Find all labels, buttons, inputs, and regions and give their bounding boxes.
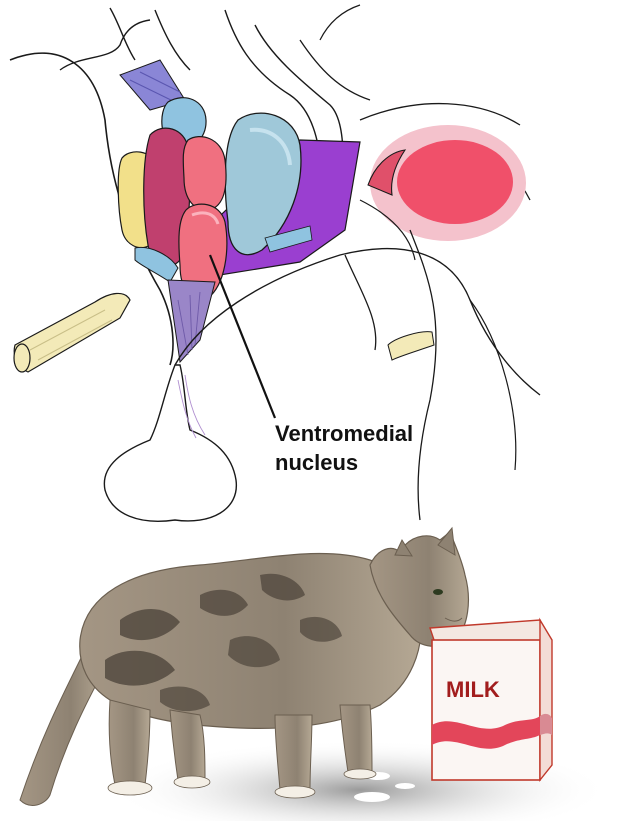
- pituitary-gland: [104, 365, 236, 521]
- milk-carton: MILK: [430, 620, 552, 780]
- hypothalamus-diagram: Ventromedial nucleus: [10, 5, 540, 521]
- label-line1: Ventromedial: [275, 421, 413, 446]
- carton-label: MILK: [446, 677, 500, 702]
- red-nucleus-upper: [183, 137, 226, 211]
- label-pointer-line: [210, 255, 275, 418]
- left-nerve: [14, 293, 130, 372]
- cat-leg-back: [109, 700, 150, 785]
- label-line2: nucleus: [275, 450, 358, 475]
- pituitary-stalk: [168, 280, 215, 362]
- pink-inner: [397, 140, 513, 224]
- cat-scene: MILK: [20, 528, 610, 821]
- right-nerve: [388, 332, 434, 360]
- cat-leg-front: [275, 715, 312, 790]
- cat-eye: [433, 589, 443, 595]
